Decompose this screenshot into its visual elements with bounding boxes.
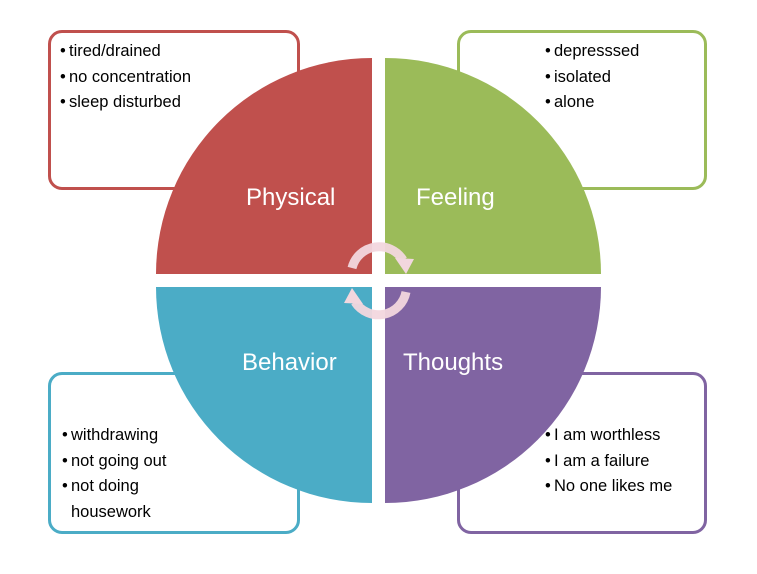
- physical-item: tired/drained: [60, 39, 290, 65]
- thoughts-item: No one likes me: [545, 474, 700, 500]
- behavior-list: withdrawing not going out not doing hous…: [62, 423, 202, 525]
- behavior-item: withdrawing: [62, 423, 202, 449]
- physical-item: no concentration: [60, 65, 290, 91]
- feeling-item: isolated: [545, 65, 700, 91]
- cycle-arrow-top: [347, 242, 407, 270]
- physical-list: tired/drained no concentration sleep dis…: [60, 39, 290, 116]
- thoughts-label: Thoughts: [403, 349, 504, 376]
- cycle-arrow-bottom: [351, 290, 411, 320]
- cycle-arrowhead-top: [395, 258, 414, 274]
- thoughts-quadrant: [385, 287, 601, 503]
- thoughts-item: I am worthless: [545, 423, 700, 449]
- physical-quadrant: [156, 58, 372, 274]
- behavior-item: not going out: [62, 449, 202, 475]
- feeling-item: alone: [545, 90, 700, 116]
- feeling-item: depresssed: [545, 39, 700, 65]
- behavior-label: Behavior: [242, 349, 337, 376]
- thoughts-item: I am a failure: [545, 449, 700, 475]
- physical-label: Physical: [246, 184, 336, 211]
- feeling-label: Feeling: [416, 184, 495, 211]
- cycle-arrowhead-bottom: [344, 288, 363, 304]
- physical-item: sleep disturbed: [60, 90, 290, 116]
- feeling-quadrant: [385, 58, 601, 274]
- behavior-quadrant: [156, 287, 372, 503]
- feeling-list: depresssed isolated alone: [545, 39, 700, 116]
- behavior-item: not doing housework: [62, 474, 202, 525]
- circular-arrows-icon: [344, 242, 414, 320]
- thoughts-list: I am worthless I am a failure No one lik…: [545, 423, 700, 500]
